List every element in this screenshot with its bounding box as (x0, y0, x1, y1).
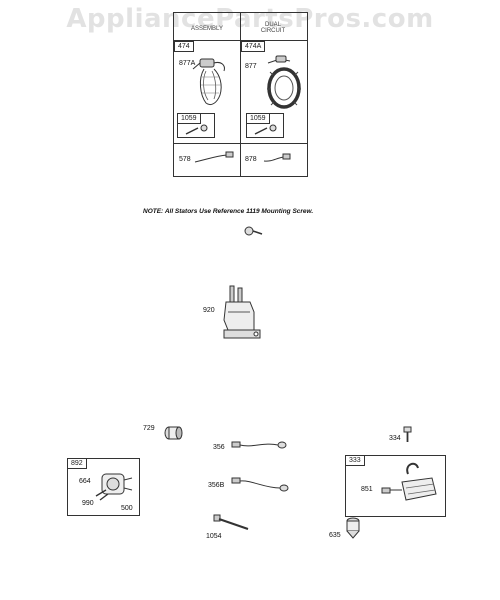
bolt-334-icon (403, 426, 412, 442)
wire-356-icon (231, 441, 287, 449)
cable-tie-1054-icon (213, 514, 249, 530)
ref-892: 892 (67, 458, 87, 469)
ref-1054: 1054 (206, 533, 222, 540)
table-divider-header (173, 40, 308, 41)
note-prefix: NOTE: (143, 208, 164, 215)
header-assembly: ASSEMBLY (191, 26, 223, 32)
cell-474: 474 (174, 41, 194, 52)
table-divider-lower (173, 143, 308, 144)
ref-500: 500 (121, 505, 133, 512)
ref-334: 334 (389, 435, 401, 442)
part-635-icon (346, 517, 360, 539)
mounting-screw-icon (244, 226, 263, 236)
note-text: All Stators Use Reference 1119 Mounting … (164, 208, 314, 215)
ref-990: 990 (82, 500, 94, 507)
ref-877: 877 (245, 63, 257, 70)
ref-333: 333 (345, 455, 365, 466)
ref-851: 851 (361, 486, 373, 493)
ref-877a: 877A (179, 60, 196, 67)
wire-878-icon (263, 153, 291, 162)
coil-box (345, 455, 446, 517)
ref-578: 578 (179, 156, 191, 163)
solenoid-920-icon (223, 285, 261, 339)
screw-right-icon (254, 124, 277, 135)
stator-assembly-icon (192, 58, 225, 106)
wire-356b-icon (231, 477, 289, 492)
ref-1059-right: 1059 (246, 113, 270, 124)
ref-356b: 356B (208, 482, 225, 489)
stator-dual-circuit-icon (267, 55, 301, 109)
ignition-switch-box (67, 458, 140, 516)
ref-878: 878 (245, 156, 257, 163)
header-dual-circuit: DUAL CIRCUIT (260, 22, 286, 35)
wire-578-icon (194, 151, 234, 163)
ref-635: 635 (329, 532, 341, 539)
ignition-coil-icon (381, 462, 437, 501)
ref-729: 729 (143, 425, 155, 432)
watermark: AppliancePartsPros.com (66, 4, 434, 34)
note-line: NOTE: All Stators Use Reference 1119 Mou… (143, 208, 313, 215)
cell-474a: 474A (241, 41, 266, 52)
ref-356: 356 (213, 444, 225, 451)
ignition-switch-icon (95, 473, 133, 501)
table-divider-vertical (240, 12, 241, 177)
ref-1059-left: 1059 (177, 113, 201, 124)
ref-664: 664 (79, 478, 91, 485)
ref-920: 920 (203, 307, 215, 314)
part-729-icon (164, 426, 183, 440)
screw-left-icon (185, 124, 208, 135)
